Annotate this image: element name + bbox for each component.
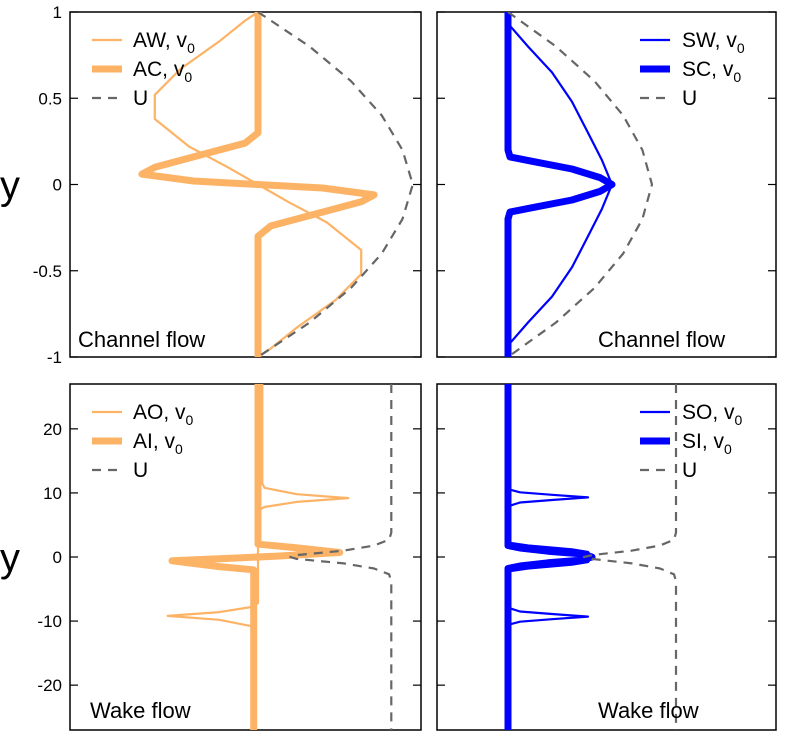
series-line-3 <box>507 12 654 357</box>
panel-title: Wake flow <box>90 698 191 723</box>
legend-label: SO, v0 <box>682 401 743 428</box>
panel-title: Channel flow <box>78 327 205 352</box>
legend-label: SW, v0 <box>682 29 745 56</box>
plot-frame <box>436 383 777 731</box>
legend-label: U <box>682 459 697 482</box>
legend-label: AI, v0 <box>133 430 183 457</box>
legend-label: AC, v0 <box>133 58 192 85</box>
legend-label: SC, v0 <box>682 58 741 85</box>
y-axis-label: y <box>0 164 20 208</box>
series-line-3 <box>582 384 678 730</box>
legend-label: SI, v0 <box>682 430 732 457</box>
y-tick-label: 20 <box>43 420 62 439</box>
y-tick-label: 0 <box>53 548 62 567</box>
legend-label: U <box>682 87 697 110</box>
y-tick-label: 1 <box>53 3 62 22</box>
y-tick-label: 0 <box>53 176 62 195</box>
series-line-3 <box>257 12 414 357</box>
legend-label: AW, v0 <box>133 29 195 56</box>
panel-title: Wake flow <box>598 698 699 723</box>
legend-label: AO, v0 <box>133 401 194 428</box>
y-tick-label: -20 <box>37 676 62 695</box>
series-line-2 <box>504 12 616 357</box>
series-line-1 <box>506 12 614 357</box>
y-tick-label: 10 <box>43 484 62 503</box>
y-tick-label: 0.5 <box>38 89 62 108</box>
panel-title: Channel flow <box>598 327 725 352</box>
series-line-2 <box>168 384 344 730</box>
legend-label: U <box>133 459 148 482</box>
y-tick-label: -10 <box>37 612 62 631</box>
series-line-2 <box>504 384 596 730</box>
legend-label: U <box>133 87 148 110</box>
y-axis-label: y <box>0 536 20 580</box>
y-tick-label: -0.5 <box>33 262 62 281</box>
series-line-2 <box>138 12 378 357</box>
y-tick-label: -1 <box>47 348 62 367</box>
series-line-3 <box>289 384 393 730</box>
